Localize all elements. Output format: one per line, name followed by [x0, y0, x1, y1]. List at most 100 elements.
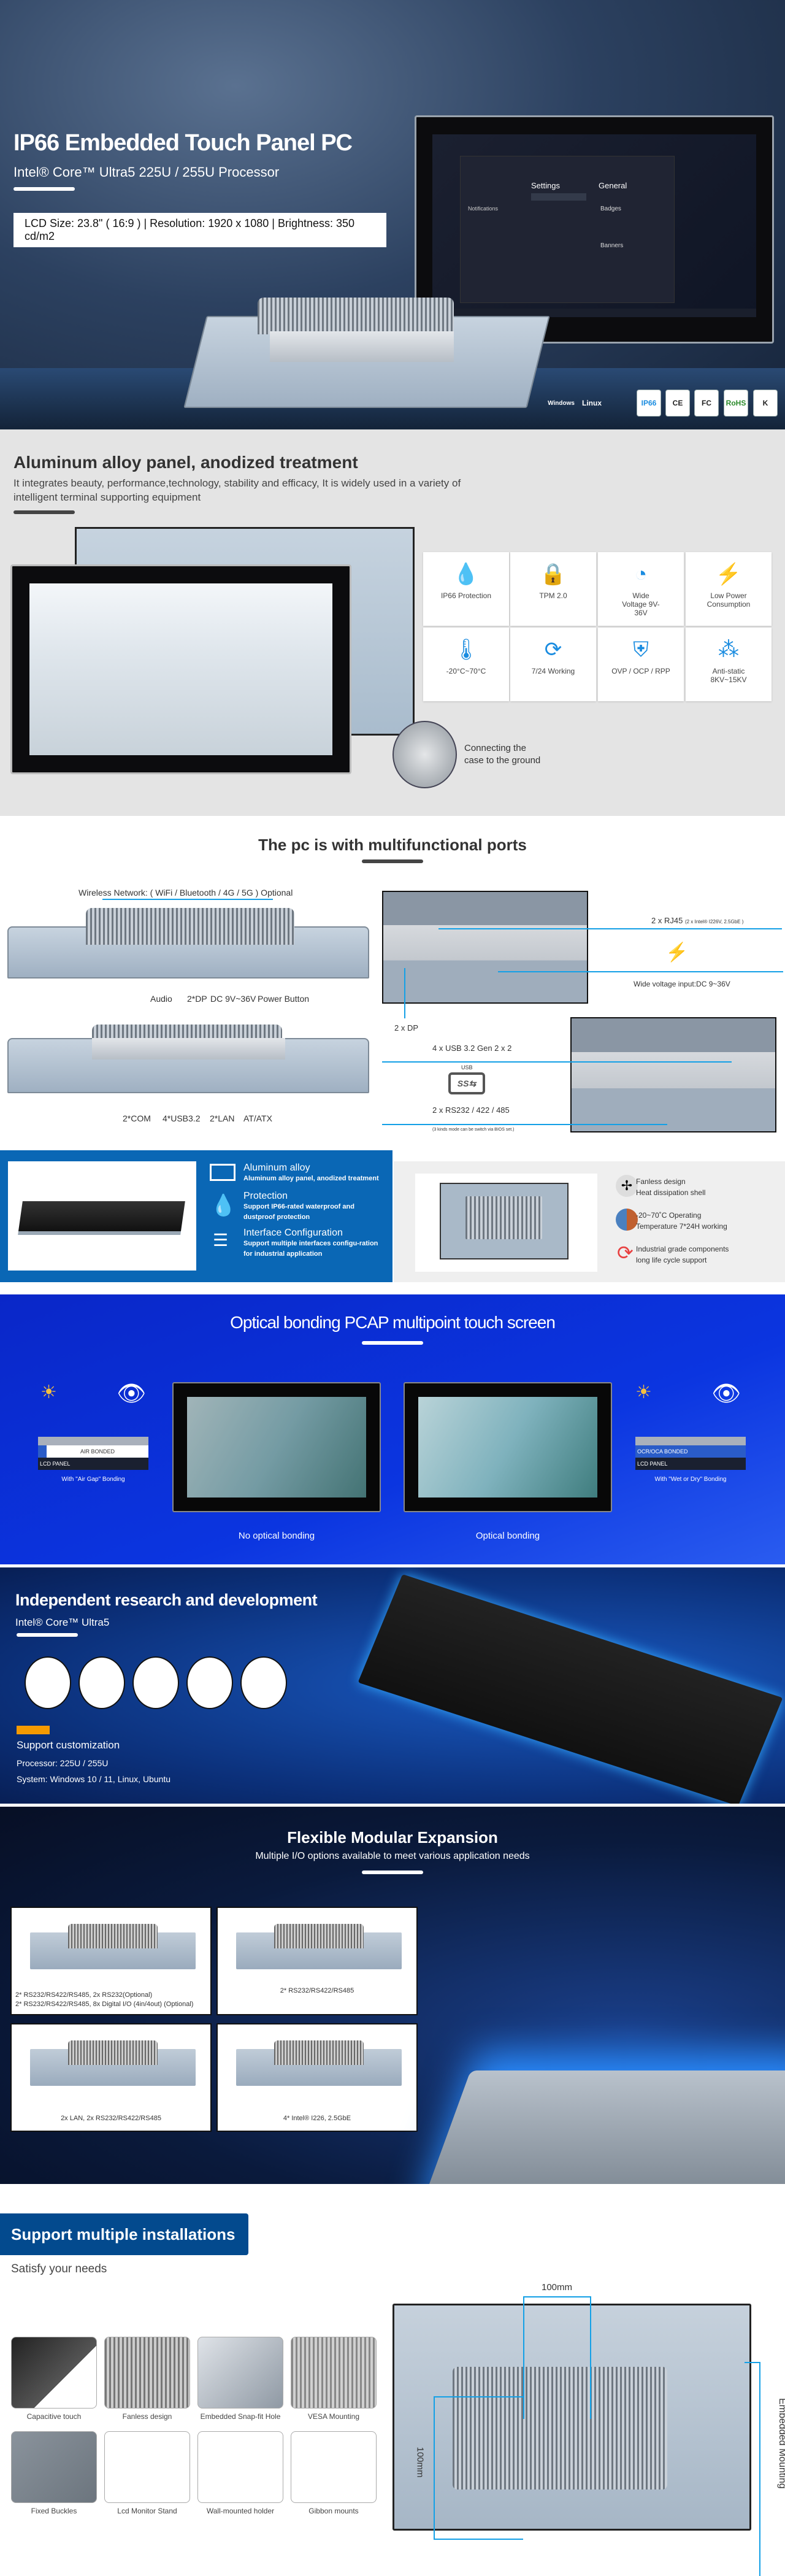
monitor-screen	[187, 1397, 366, 1498]
module-thumb-2	[78, 1656, 125, 1709]
option-caption: 4* Intel® I226, 2.5GbE	[283, 2115, 351, 2122]
section-title: Aluminum alloy panel, anodized treatment	[13, 453, 358, 472]
feature-low-power: ⚡Low Power Consumption	[686, 552, 772, 626]
modular-section: Flexible Modular Expansion Multiple I/O …	[0, 1807, 785, 2184]
option-caption: 2* RS232/RS422/RS485	[280, 1987, 354, 1994]
feature-title: Aluminum alloy	[243, 1163, 310, 1173]
title-underline	[362, 1341, 423, 1345]
rear-photo	[415, 1174, 597, 1272]
processor-text: Processor: 225U / 255U	[17, 1758, 109, 1768]
line1: Industrial grade components	[636, 1245, 729, 1253]
wet-dry-caption: With "Wet or Dry" Bonding	[654, 1476, 727, 1483]
sun-icon: ☀	[635, 1382, 652, 1402]
ports-section: The pc is with multifunctional ports Wir…	[0, 816, 785, 1147]
install-label: Embedded Snap-fit Hole	[200, 2412, 281, 2421]
feature-voltage: ◔Wide Voltage 9V-36V	[598, 552, 684, 626]
lcd-layer: LCD PANEL	[635, 1458, 746, 1470]
panel-photo	[8, 1161, 196, 1271]
static-icon: ⁂	[718, 638, 739, 661]
ground-screw-closeup	[392, 721, 457, 788]
windows-logo: Windows	[548, 399, 575, 407]
oca-layer: OCR/OCA BONDED	[635, 1445, 746, 1458]
hero-title: IP66 Embedded Touch Panel PC	[13, 130, 353, 156]
feature-desc: Support IP66-rated waterproof and dustpr…	[243, 1203, 354, 1221]
option-card: 2* RS232/RS422/RS485	[216, 1907, 418, 2015]
monitor-screen: Notifications Settings General Badges Ba…	[432, 134, 756, 317]
device-thumbnail	[30, 2040, 196, 2086]
linux-logo: Linux	[582, 399, 602, 407]
optical-bonding-section: Optical bonding PCAP multipoint touch sc…	[0, 1294, 785, 1564]
install-fixed-buckles	[11, 2431, 97, 2503]
feature-label: TPM 2.0	[539, 591, 567, 600]
option-caption: 2x LAN, 2x RS232/RS422/RS485	[61, 2115, 161, 2122]
rnd-section: Independent research and development Int…	[0, 1567, 785, 1804]
hero-subtitle: Intel® Core™ Ultra5 225U / 255U Processo…	[13, 164, 280, 180]
badges-label: Badges	[600, 206, 621, 212]
atx-label: AT/ATX	[243, 1113, 272, 1123]
feature-label: Anti-static 8KV~15KV	[710, 667, 747, 684]
install-vesa	[291, 2337, 377, 2409]
device-thumbnail	[236, 2040, 402, 2086]
section-subtitle: Satisfy your needs	[11, 2263, 107, 2275]
heatsink-fins	[465, 1196, 542, 1239]
line2: long life cycle support	[636, 1256, 707, 1264]
embedded-bracket	[745, 2362, 760, 2576]
taskbar	[432, 309, 756, 317]
fc-badge: FC	[694, 390, 719, 417]
section-subtitle: Multiple I/O options available to meet v…	[255, 1851, 530, 1861]
install-label: Gibbon mounts	[308, 2507, 359, 2515]
title-underline	[17, 1633, 78, 1637]
accent-bar	[17, 1726, 50, 1734]
bonding-caption: Optical bonding	[475, 1531, 540, 1541]
monitor-front-view	[10, 564, 351, 774]
section-description: It integrates beauty, performance,techno…	[13, 477, 461, 503]
lan-label: 2*LAN	[210, 1113, 235, 1123]
usb-count-label: 4 x USB 3.2 Gen 2 x 2	[432, 1044, 512, 1053]
heatsink-fins	[453, 2367, 667, 2489]
ce-badge: CE	[665, 390, 690, 417]
eye-icon: 👁	[711, 1381, 741, 1407]
feature-label: IP66 Protection	[440, 591, 492, 600]
settings-label: Settings	[531, 181, 560, 190]
power-button-label: Power Button	[258, 994, 310, 1004]
hero-monitor: Notifications Settings General Badges Ba…	[415, 115, 774, 344]
com-label: 2*COM	[123, 1113, 151, 1123]
option-card: 2x LAN, 2x RS232/RS422/RS485	[10, 2023, 212, 2132]
install-snap-fit	[197, 2337, 283, 2409]
feature-label: Wide Voltage 9V-36V	[622, 591, 660, 617]
feature-temperature: 🌡 -20°C~70°C	[423, 628, 509, 701]
line2: Heat dissipation shell	[636, 1188, 706, 1197]
feature-title: Protection	[243, 1191, 288, 1201]
feature-label: -20°C~70°C	[446, 667, 486, 675]
factory-image	[29, 583, 332, 755]
clock-24-icon: ⟳	[544, 638, 562, 661]
air-gap-layer: AIR BONDED	[38, 1445, 148, 1458]
option-card: 4* Intel® I226, 2.5GbE	[216, 2023, 418, 2132]
ground-caption: Connecting the case to the ground	[464, 743, 541, 766]
kc-badge: K	[753, 390, 778, 417]
panel-image	[18, 1201, 185, 1235]
rear-panel-image	[440, 1183, 569, 1259]
air-gap-caption: With "Air Gap" Bonding	[61, 1476, 125, 1483]
install-gibbon-mount	[291, 2431, 377, 2503]
feature-title: Interface Configuration	[243, 1228, 343, 1238]
dc-label: DC 9V~36V	[210, 994, 256, 1004]
spec-box: LCD Size: 23.8" ( 16:9 ) | Resolution: 1…	[13, 213, 386, 247]
motherboard-image	[358, 1574, 783, 1804]
vesa-width-label: 100mm	[541, 2282, 573, 2293]
sun-icon: ☀	[40, 1382, 57, 1402]
usb-logo-label: USB	[461, 1064, 473, 1071]
install-label: Capacitive touch	[26, 2412, 82, 2421]
banners-label: Banners	[600, 242, 624, 249]
monitor-no-bonding	[172, 1382, 381, 1512]
rs-label: 2 x RS232 / 422 / 485	[432, 1105, 510, 1115]
usb-superspeed-icon: SS⇆	[448, 1072, 485, 1094]
feature-label: 7/24 Working	[531, 667, 575, 675]
audio-label: Audio	[150, 994, 172, 1004]
device-thumbnail	[30, 1924, 196, 1969]
install-capacitive-touch	[11, 2337, 97, 2409]
thermometer-icon: 🌡	[453, 638, 480, 661]
